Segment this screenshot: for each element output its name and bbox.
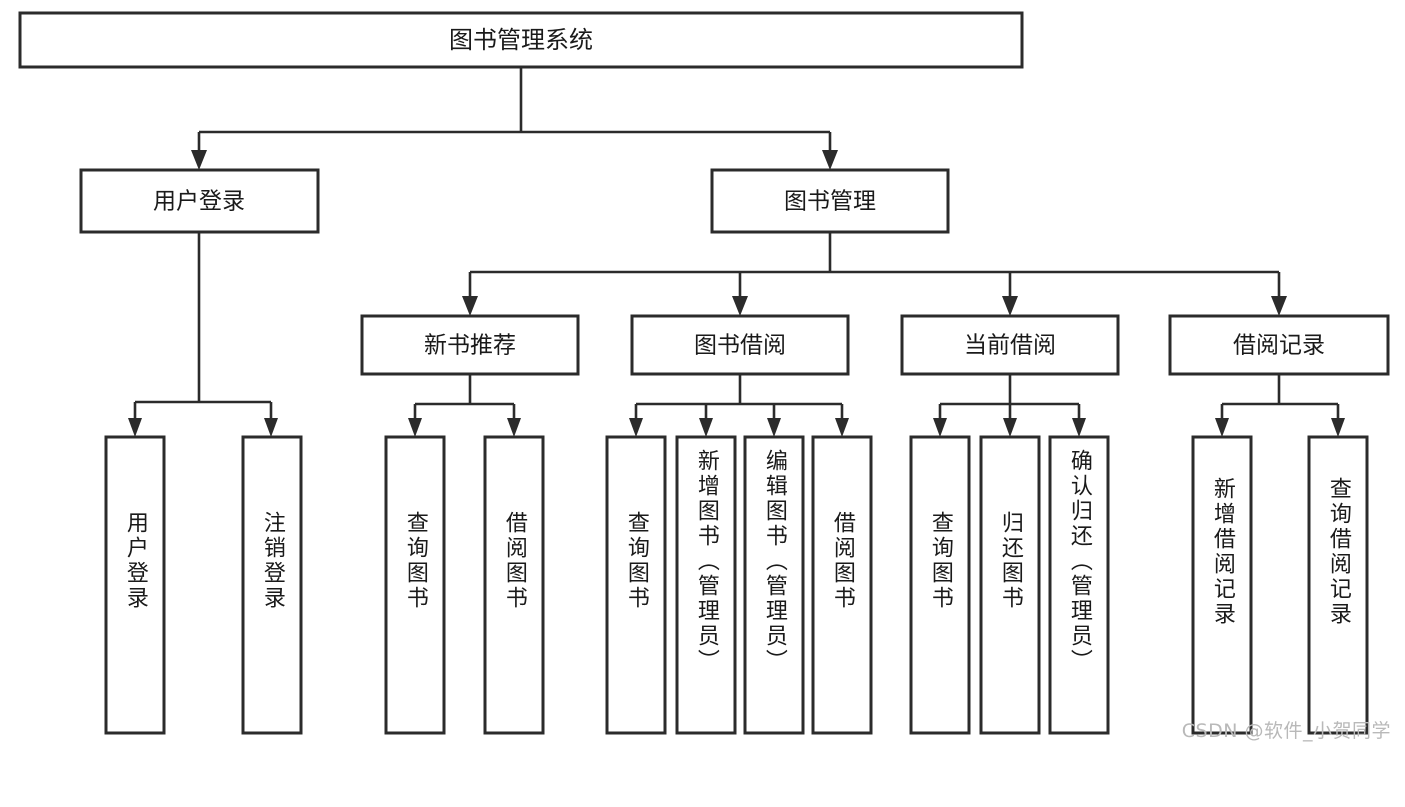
node-user-login[interactable]: 用户登录 [79,168,320,234]
node-current-borrow-rect[interactable] [900,314,1120,376]
leaf-box-query-book-1[interactable] [384,435,446,735]
node-root-label: 图书管理系统 [449,26,593,54]
leaf-box-add-record[interactable] [1191,435,1253,735]
node-book-borrow[interactable]: 图书借阅 [630,314,850,376]
node-new-book-rec-rect[interactable] [360,314,580,376]
node-book-manage[interactable]: 图书管理 [710,168,950,234]
arrow-to-leaf-add-record [1215,418,1229,437]
node-current-borrow-label: 当前借阅 [964,333,1056,359]
arrow-to-borrow-record [1271,296,1287,316]
arrow-to-leaf-query-book-3 [933,418,947,437]
arrow-to-leaf-add-book [699,418,713,437]
node-borrow-record-rect[interactable] [1168,314,1390,376]
node-new-book-rec[interactable]: 新书推荐 [360,314,580,376]
node-user-login-rect[interactable] [79,168,320,234]
arrow-to-leaf-query-record [1331,418,1345,437]
flowchart-canvas: 图书管理系统 用户登录 图书管理 新书推荐 图书借阅 当前借阅 借阅记录 [18,11,1391,742]
hierarchy-diagram-svg: 图书管理系统 用户登录 图书管理 新书推荐 图书借阅 当前借阅 借阅记录 [18,11,1390,735]
node-root-rect[interactable] [18,11,1024,69]
node-book-manage-rect[interactable] [710,168,950,234]
node-root[interactable]: 图书管理系统 [18,11,1024,69]
edge-group-current-borrow-to-leaves [933,374,1086,437]
leaf-box-user-login[interactable] [104,435,166,735]
arrow-to-book-manage [822,150,838,170]
node-new-book-rec-label: 新书推荐 [424,333,516,359]
edge-group-borrow-record-to-leaves [1215,374,1345,437]
arrow-to-new-book-rec [462,296,478,316]
leaf-box-user-logout[interactable] [241,435,303,735]
node-borrow-record-label: 借阅记录 [1233,333,1325,359]
leaf-box-query-record[interactable] [1307,435,1369,735]
arrow-to-leaf-query-book-2 [629,418,643,437]
arrow-to-book-borrow [732,296,748,316]
node-book-borrow-rect[interactable] [630,314,850,376]
node-current-borrow[interactable]: 当前借阅 [900,314,1120,376]
edge-group-new-book-rec-to-leaves [408,374,521,437]
arrow-to-leaf-user-login [128,418,142,437]
arrow-to-leaf-return-book [1003,418,1017,437]
edge-group-user-login-to-leaves [128,232,278,437]
arrow-to-leaf-borrow-book-1 [507,418,521,437]
edge-group-book-manage-to-level3 [462,232,1287,316]
leaf-boxes [104,435,1369,735]
leaf-box-edit-book[interactable] [743,435,805,735]
leaf-box-borrow-book-2[interactable] [811,435,873,735]
csdn-watermark: CSDN @软件_小贺同学 [1181,720,1391,742]
node-book-borrow-label: 图书借阅 [694,333,786,359]
arrow-to-leaf-query-book-1 [408,418,422,437]
node-book-manage-label: 图书管理 [784,189,876,215]
arrow-to-current-borrow [1002,296,1018,316]
node-user-login-label: 用户登录 [153,189,245,215]
node-borrow-record[interactable]: 借阅记录 [1168,314,1390,376]
arrow-to-leaf-edit-book [767,418,781,437]
leaf-box-query-book-2[interactable] [605,435,667,735]
leaf-box-return-book[interactable] [979,435,1041,735]
leaf-box-confirm-return[interactable] [1048,435,1110,735]
arrow-to-leaf-borrow-book-2 [835,418,849,437]
arrow-to-user-login [191,150,207,170]
edge-group-book-borrow-to-leaves [629,374,849,437]
arrow-to-leaf-user-logout [264,418,278,437]
edge-group-root-to-level2 [191,67,838,170]
leaf-box-borrow-book-1[interactable] [483,435,545,735]
leaf-box-add-book[interactable] [675,435,737,735]
leaf-box-query-book-3[interactable] [909,435,971,735]
arrow-to-leaf-confirm-return [1072,418,1086,437]
